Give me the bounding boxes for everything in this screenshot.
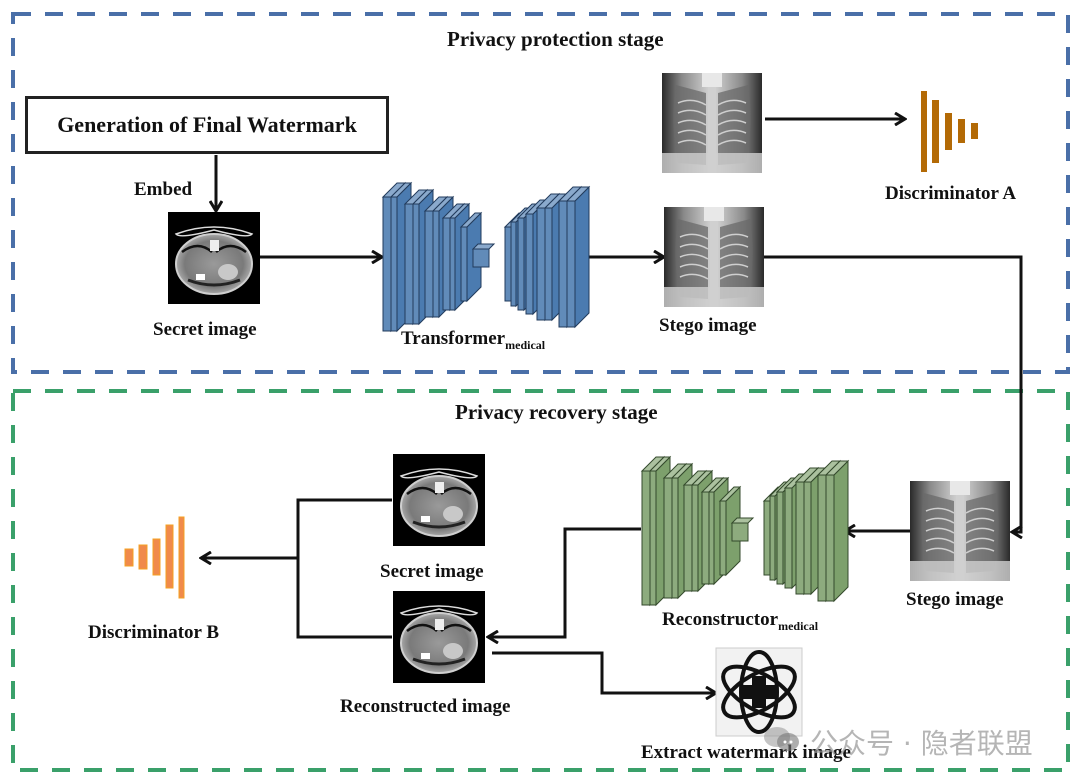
cover-image [661,72,763,174]
discriminator-a-label: Discriminator A [885,183,1017,204]
watermark-overlay-text: 公众号 · 隐者联盟 [810,727,1033,760]
reconstructed-image-caption: Reconstructed image [340,696,511,717]
stego-image [663,206,765,308]
recovery-secret-image-caption: Secret image [380,561,484,582]
protection-stage-title: Privacy protection stage [447,27,664,51]
protection-stage-border [11,12,1070,374]
images-to-discriminator-b-connector [296,498,392,639]
reconstructor-bottleneck [730,517,755,542]
secret-image [166,210,262,306]
recovery-stego-image [909,480,1011,582]
reconstructor-network [640,455,850,607]
transformer-name: Transformer [401,328,506,349]
recovery-stage-title: Privacy recovery stage [455,400,658,424]
recovery-stage-border [11,389,1070,772]
transformer-bottleneck [471,243,496,268]
stego-to-recovery-arrow [764,255,1021,532]
extract-watermark-caption: Extract watermark image [641,742,851,763]
recovery-stego-image-caption: Stego image [906,589,1004,610]
stego-image-caption: Stego image [659,315,757,336]
reconstructor-subscript: medical [778,619,819,633]
discriminator-a-icon [921,91,978,172]
transformer-layer [565,185,591,329]
recovery-secret-image [391,452,487,548]
generation-box-label: Generation of Final Watermark [57,112,357,137]
generation-of-final-watermark-box: Generation of Final Watermark [25,96,389,154]
discriminator-b-label: Discriminator B [88,622,220,643]
secret-image-caption: Secret image [153,319,257,340]
embed-label: Embed [134,179,193,200]
reconstructed-to-extract-arrow [492,651,715,693]
reconstructor-to-reconstructed-arrow [489,527,641,637]
reconstructed-image [391,589,487,685]
transformer-label: Transformermedical [401,329,545,351]
extracted-watermark-icon [715,647,803,737]
reconstructor-layer [824,459,850,603]
discriminator-b-icon [124,516,185,599]
reconstructor-label: Reconstructormedical [662,610,818,632]
reconstructor-name: Reconstructor [662,609,779,630]
transformer-subscript: medical [505,338,546,352]
transformer-network [381,181,591,333]
wechat-icon [764,727,799,751]
